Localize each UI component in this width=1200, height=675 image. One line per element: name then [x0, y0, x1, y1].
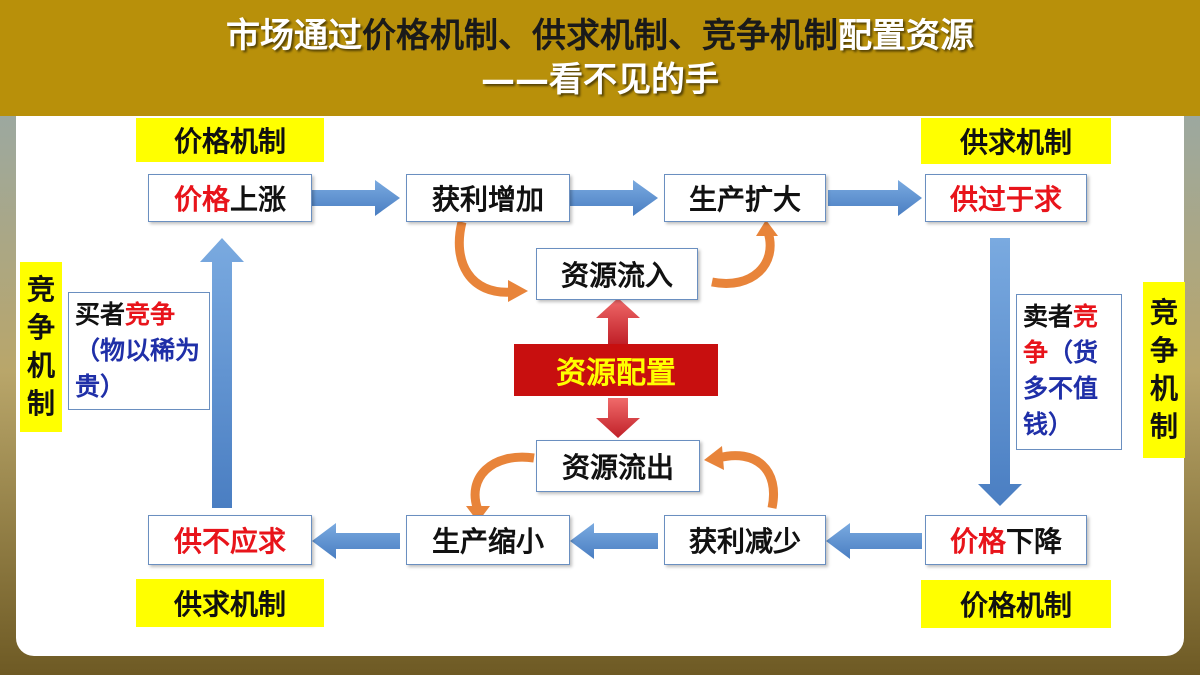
buyer-competition: 竞争	[125, 300, 176, 329]
buyer-text: 买者	[75, 300, 126, 329]
vchar: 竞	[26, 273, 55, 306]
vchar: 机	[1149, 372, 1178, 405]
seller-text: 卖者	[1023, 302, 1074, 331]
arrow-right-1	[312, 180, 400, 216]
title-part-b: 价格机制、供求机制、竞争机制	[362, 16, 838, 56]
box-price-fall: 价格下降	[925, 515, 1087, 565]
arrow-up-left	[200, 238, 244, 508]
label-competition-right: 竞 争 机 制	[1143, 282, 1185, 458]
curve-arrowhead-tl	[508, 280, 528, 302]
vchar: 争	[1149, 334, 1178, 367]
label-price-mechanism-bottom: 价格机制	[921, 580, 1111, 628]
note-buyer-competition: 买者竞争 （物以稀为贵）	[68, 292, 210, 410]
label-competition-left: 竞 争 机 制	[20, 262, 62, 432]
box-supply-short: 供不应求	[148, 515, 312, 565]
arrow-down-center	[596, 398, 640, 438]
box-price-rise: 价格上涨	[148, 174, 312, 222]
curve-arrowhead-br	[704, 446, 724, 470]
curve-arrow-bl	[470, 452, 535, 512]
box-profit-down: 获利减少	[664, 515, 826, 565]
title-part-c: 配置资源	[838, 16, 974, 56]
curve-arrow-tr	[711, 230, 775, 288]
box-resource-inflow: 资源流入	[536, 248, 698, 300]
label-supply-demand-bottom: 供求机制	[136, 579, 324, 627]
title-part-a: 市场通过	[226, 16, 362, 56]
title-line-2: ——看不见的手	[481, 60, 719, 100]
box-production-down: 生产缩小	[406, 515, 570, 565]
price-fall-black: 下降	[1006, 525, 1063, 558]
seller-competition-1: 竞	[1073, 302, 1099, 331]
vchar: 竞	[1149, 296, 1178, 329]
box-supply-exceeds: 供过于求	[925, 174, 1087, 222]
box-resource-allocation: 资源配置	[514, 344, 718, 396]
vchar: 机	[26, 349, 55, 382]
buyer-explanation: （物以稀为贵）	[75, 336, 201, 401]
label-supply-demand-top: 供求机制	[921, 118, 1111, 164]
arrow-left-3	[826, 523, 922, 559]
box-production-up: 生产扩大	[664, 174, 826, 222]
curve-arrow-tl	[454, 220, 513, 297]
note-seller-competition: 卖者竞争（货多不值钱）	[1016, 294, 1122, 450]
arrow-down-right	[978, 238, 1022, 506]
price-fall-red: 价格	[949, 525, 1006, 558]
curve-arrowhead-bl	[466, 506, 490, 522]
arrow-left-1	[312, 523, 400, 559]
seller-competition-2: 争	[1023, 338, 1049, 367]
vchar: 制	[1149, 410, 1178, 443]
arrow-up-center	[596, 298, 640, 344]
arrow-right-2	[570, 180, 658, 216]
page-header: 市场通过价格机制、供求机制、竞争机制配置资源 ——看不见的手	[0, 0, 1200, 116]
box-profit-up: 获利增加	[406, 174, 570, 222]
price-rise-black: 上涨	[230, 183, 287, 216]
box-resource-outflow: 资源流出	[536, 440, 700, 492]
seller-explanation: （货多不值钱）	[1023, 338, 1099, 439]
curve-arrowhead-tr	[756, 220, 778, 236]
title-line-1: 市场通过价格机制、供求机制、竞争机制配置资源	[226, 14, 974, 58]
arrow-right-3	[828, 180, 922, 216]
arrow-left-2	[570, 523, 658, 559]
label-price-mechanism-top: 价格机制	[136, 118, 324, 162]
vchar: 制	[26, 387, 55, 420]
curve-arrow-br	[716, 451, 778, 509]
price-rise-red: 价格	[173, 183, 230, 216]
vchar: 争	[26, 311, 55, 344]
